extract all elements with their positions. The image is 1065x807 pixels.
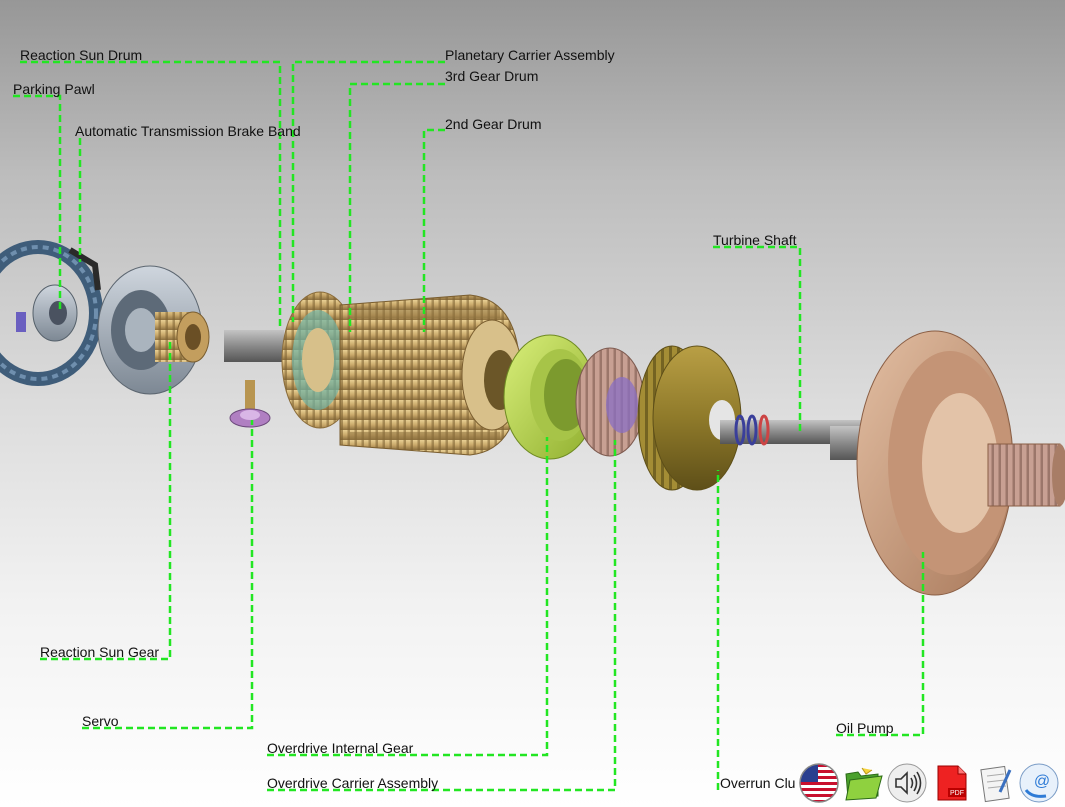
label-third-gear-drum: 3rd Gear Drum: [445, 68, 539, 84]
speaker-icon[interactable]: [886, 762, 928, 804]
label-second-gear-drum: 2nd Gear Drum: [445, 116, 542, 132]
label-overdrive-carrier: Overdrive Carrier Assembly: [267, 775, 439, 791]
notebook-icon[interactable]: [974, 762, 1016, 804]
pdf-icon[interactable]: PDF: [930, 762, 972, 804]
leader-overdrive-carrier: [267, 440, 617, 792]
toolbar: PDF @: [796, 760, 1065, 807]
svg-text:@: @: [1034, 773, 1050, 790]
parking-pawl-part: [16, 284, 78, 342]
turbine-shaft-part: [720, 414, 870, 460]
open-folder-icon[interactable]: [842, 762, 884, 804]
label-brake-band: Automatic Transmission Brake Band: [75, 123, 301, 139]
leader-lines: [13, 60, 925, 792]
leader-parking-pawl: [13, 94, 62, 312]
svg-text:PDF: PDF: [950, 790, 964, 797]
gear-drums-part: [339, 294, 523, 456]
oil-pump-part: [856, 330, 1065, 596]
label-oil-pump: Oil Pump: [836, 720, 894, 736]
leader-servo: [82, 420, 254, 730]
leader-second-gear-drum: [422, 128, 445, 332]
leader-reaction-sun-drum: [20, 60, 282, 330]
planetary-carrier-part: [281, 291, 359, 429]
leader-third-gear-drum: [348, 82, 445, 332]
label-turbine-shaft: Turbine Shaft: [713, 232, 797, 248]
label-reaction-sun-drum: Reaction Sun Drum: [20, 47, 143, 63]
leader-oil-pump: [836, 552, 925, 737]
label-parking-pawl: Parking Pawl: [13, 81, 95, 97]
label-overrun-clutch: Overrun Clu: [720, 775, 796, 791]
label-servo: Servo: [82, 713, 119, 729]
leader-reaction-sun-gear: [40, 342, 172, 661]
label-reaction-sun-gear: Reaction Sun Gear: [40, 644, 160, 660]
overrun-clutch-part: [637, 345, 742, 491]
leader-turbine-shaft: [713, 245, 802, 435]
overdrive-internal-gear-part: [503, 334, 597, 460]
reaction-sun-gear-part: [155, 311, 210, 363]
overdrive-carrier-part: [575, 347, 645, 457]
input-shaft-part: [224, 330, 284, 362]
leader-overdrive-internal-gear: [267, 437, 549, 757]
email-icon[interactable]: @: [1018, 762, 1060, 804]
brake-band-part: [0, 240, 103, 386]
us-flag-icon[interactable]: [798, 762, 840, 804]
label-planetary-carrier: Planetary Carrier Assembly: [445, 47, 615, 63]
servo-part: [229, 380, 271, 428]
leader-planetary-carrier: [291, 60, 445, 322]
label-overdrive-internal-gear: Overdrive Internal Gear: [267, 740, 414, 756]
